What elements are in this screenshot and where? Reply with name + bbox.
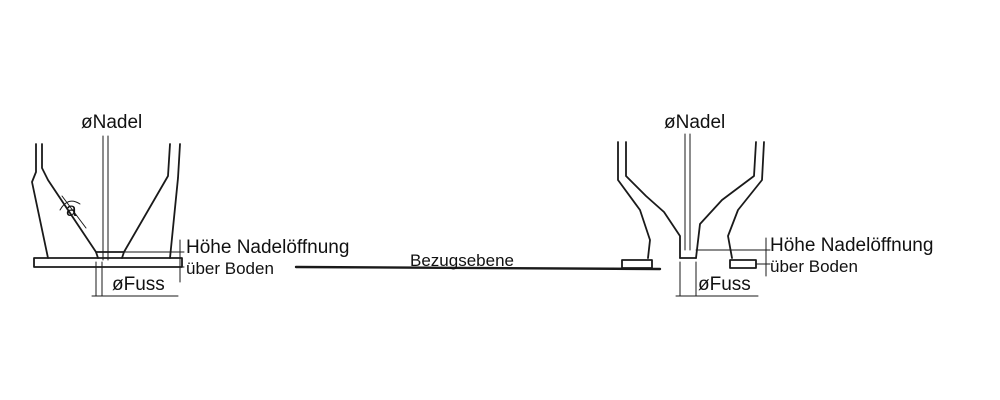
- left-needle-diameter-label: øNadel: [81, 112, 142, 133]
- left-foot-diameter-label: øFuss: [112, 274, 165, 295]
- left-outer-wall-right: [169, 143, 181, 259]
- left-outer-wall-left: [31, 143, 49, 259]
- right-foot-diameter-label: øFuss: [698, 274, 751, 295]
- right-inner-wall-right: [695, 141, 757, 259]
- right-nozzle: øNadel Höhe Nadelöffnung über Boden øFus…: [617, 112, 933, 297]
- right-base-plate-left: [621, 259, 653, 269]
- left-angle-arc: [59, 200, 81, 211]
- left-inner-wall-left: [41, 143, 99, 259]
- right-inner-wall-left: [625, 141, 681, 259]
- right-base-plate-right: [729, 259, 757, 269]
- reference-plane-line: [294, 265, 662, 271]
- right-outer-wall-right: [727, 141, 765, 259]
- left-height-label-line2: über Boden: [186, 259, 274, 278]
- left-height-label-line1: Höhe Nadelöffnung: [186, 237, 349, 258]
- left-angle-reference: [61, 195, 87, 229]
- right-needle-diameter-label: øNadel: [664, 112, 725, 133]
- left-nozzle: øNadel a Höhe Nadelöffnung über Boden øF…: [31, 112, 349, 297]
- right-height-label-line2: über Boden: [770, 257, 858, 276]
- left-inner-wall-right: [121, 143, 171, 259]
- right-height-label-line1: Höhe Nadelöffnung: [770, 235, 933, 256]
- reference-plane-label: Bezugsebene: [410, 251, 514, 270]
- left-angle-label: a: [66, 200, 77, 221]
- right-outer-wall-left: [617, 141, 651, 259]
